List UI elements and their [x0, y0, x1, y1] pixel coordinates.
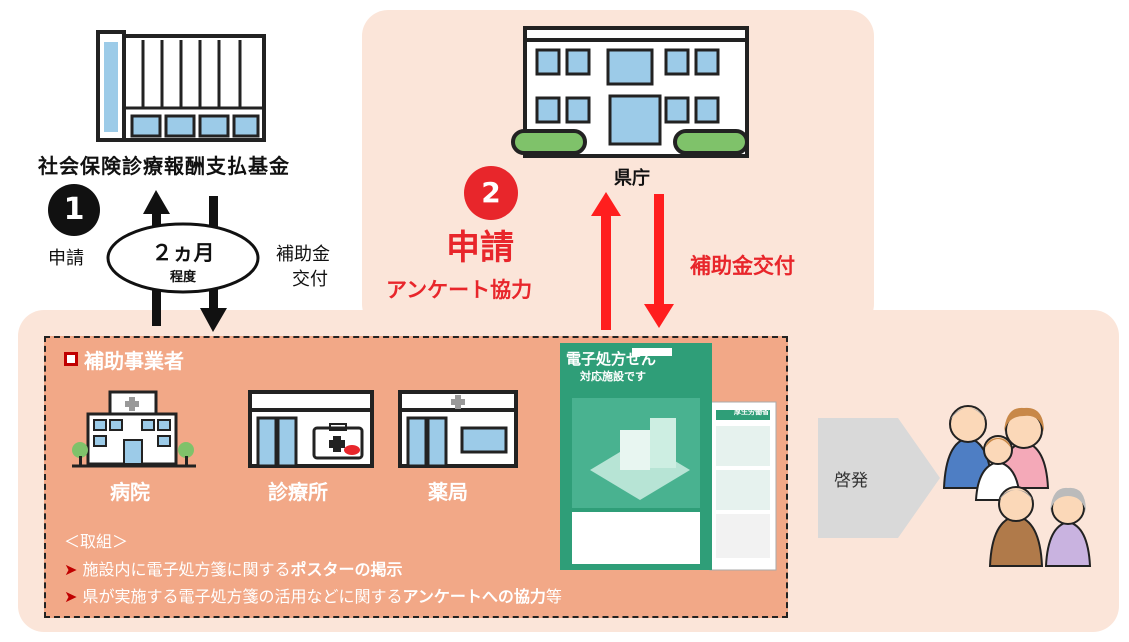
fund-name: 社会保険診療報酬支払基金: [38, 154, 290, 178]
prefecture-survey-label: アンケート協力: [386, 278, 533, 302]
prefecture-arrows: [591, 192, 674, 330]
step-2-number: 2: [481, 176, 501, 209]
poster-ministry: 厚生労働省: [734, 408, 769, 416]
pharmacy-icon: [398, 390, 518, 468]
efforts-title: ＜取組＞: [64, 532, 129, 551]
duration-months: ２ヵ月: [151, 241, 215, 265]
poster-title-2: 対応施設です: [580, 370, 646, 383]
effort-2-suffix: 等: [545, 587, 562, 606]
hospital-label: 病院: [110, 480, 150, 504]
poster-image: [560, 343, 777, 571]
fund-subsidy-label-2: 交付: [292, 269, 328, 290]
operators-bullet-icon: [64, 352, 78, 366]
effort-2-prefix: 県が実施する電子処方箋の活用などに関する: [82, 587, 403, 606]
effort-2-arrow-icon: ➤: [64, 587, 78, 606]
clinic-label: 診療所: [268, 480, 328, 504]
prefecture-apply-label: 申請: [446, 228, 514, 268]
effort-2: ➤ 県が実施する電子処方箋の活用などに関するアンケートへの協力等: [64, 583, 562, 607]
awareness-label: 啓発: [834, 471, 868, 491]
effort-1-arrow-icon: ➤: [64, 560, 78, 579]
effort-1-emphasis: ポスターの掲示: [290, 560, 403, 579]
prefecture-subsidy-label: 補助金交付: [690, 254, 795, 278]
fund-apply-label: 申請: [48, 248, 84, 269]
hospital-icon: [72, 390, 196, 468]
fund-building-icon: [96, 30, 266, 142]
duration-approx: 程度: [169, 270, 196, 285]
effort-2-emphasis: アンケートへの協力: [402, 587, 546, 606]
fund-subsidy-label-1: 補助金: [276, 244, 330, 265]
awareness-arrow: [818, 418, 940, 538]
step-1-number: 1: [63, 192, 85, 227]
effort-1: ➤ 施設内に電子処方箋に関するポスターの掲示: [64, 556, 403, 580]
prefecture-name: 県庁: [614, 168, 650, 189]
clinic-icon: [248, 390, 374, 468]
prefecture-building-icon: [511, 26, 749, 158]
poster-title-1: 電子処方せん: [566, 350, 657, 368]
effort-1-prefix: 施設内に電子処方箋に関する: [82, 560, 291, 579]
operators-heading: 補助事業者: [84, 349, 184, 373]
people-icon: [942, 405, 1092, 567]
step-2-badge: [464, 166, 518, 220]
duration-ellipse: [106, 222, 260, 294]
pharmacy-label: 薬局: [428, 480, 468, 504]
step-1-badge: [48, 184, 100, 236]
